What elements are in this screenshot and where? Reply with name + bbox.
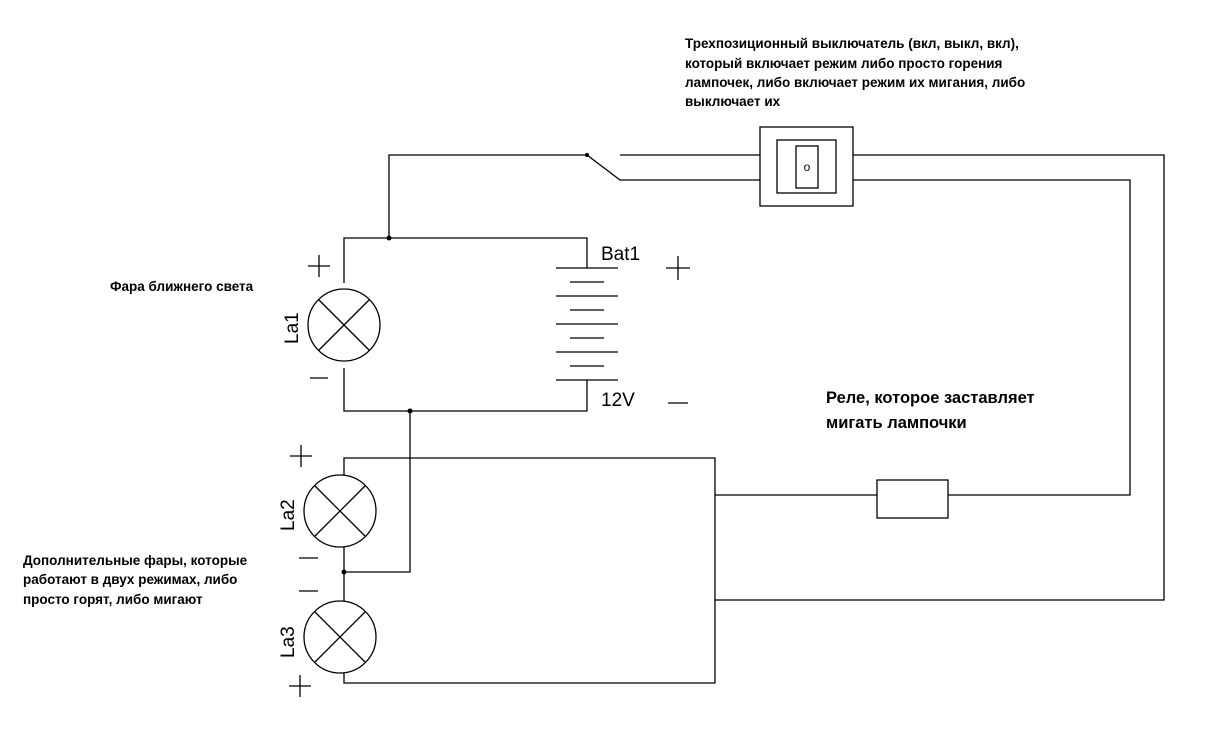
battery-bat1: Bat1 12V [556, 244, 690, 411]
lamp-cross [314, 485, 366, 537]
headlight-note: Фара ближнего света [110, 279, 254, 294]
lamp-la1-label: La1 [282, 312, 303, 344]
wire-to-relay-right [853, 179, 1131, 496]
junction-dot [386, 235, 392, 241]
junction-dot [407, 408, 413, 414]
lamp-la2: La2 [278, 445, 377, 559]
wire-outer-loop [715, 154, 1165, 601]
lamp-la3: La3 [278, 590, 377, 697]
switch-blade [586, 154, 762, 181]
switch-symbol: о [804, 160, 811, 174]
wire-top-left [388, 154, 587, 238]
lamp-la3-label: La3 [278, 626, 299, 658]
extra-lights-note: Дополнительные фары, которые работают в … [23, 553, 251, 607]
junction-dot [585, 153, 589, 157]
wire-upper-top [343, 237, 588, 283]
wire-center-drop [344, 411, 411, 573]
wire-upper-bottom [343, 368, 588, 412]
wires [343, 154, 1165, 684]
lamp-la1: La1 [282, 255, 381, 379]
three-position-switch: о [759, 126, 854, 207]
battery-voltage: 12V [601, 390, 635, 411]
lamp-cross [318, 299, 370, 351]
lamp-la2-label: La2 [278, 499, 299, 531]
lamp-cross [314, 611, 366, 663]
junction-dot [341, 569, 347, 575]
junctions [341, 153, 589, 575]
wire-lower-rect [343, 457, 716, 684]
relay-box [876, 479, 949, 519]
switch-lever [795, 145, 819, 189]
switch-note: Трехпозиционный выключатель (вкл, выкл, … [685, 36, 1029, 109]
battery-name: Bat1 [601, 244, 640, 265]
relay-note: Реле, которое заставляет мигать лампочки [826, 389, 1039, 432]
